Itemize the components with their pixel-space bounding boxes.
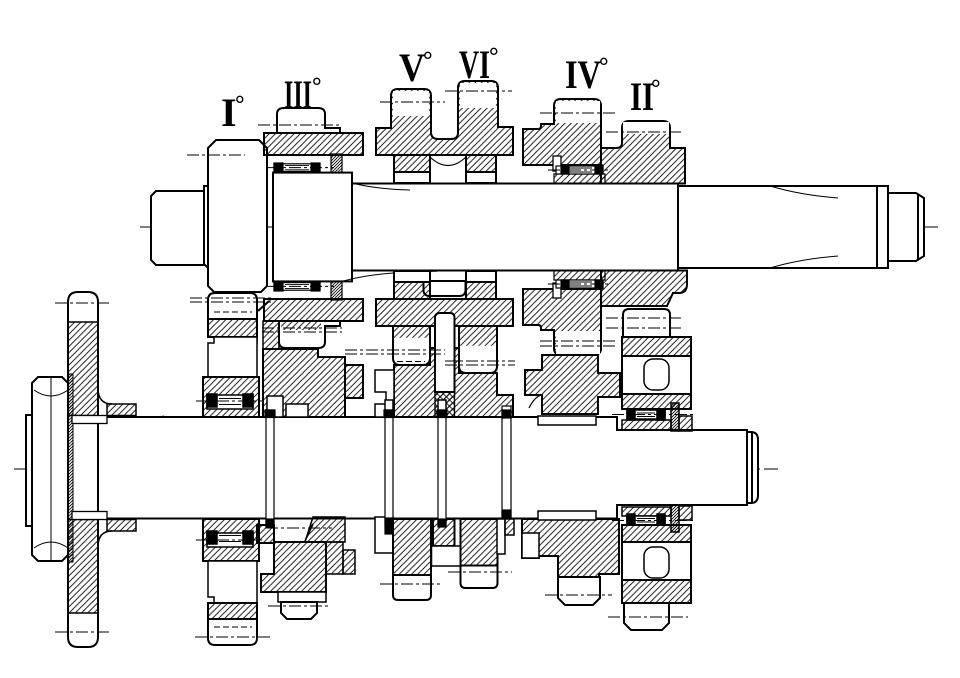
svg-text:°: °	[489, 44, 499, 70]
svg-text:°: °	[599, 54, 609, 80]
svg-text:III: III	[284, 72, 312, 117]
svg-text:°: °	[312, 74, 322, 100]
svg-text:VI: VI	[459, 42, 490, 87]
svg-text:II: II	[630, 74, 654, 119]
svg-text:I: I	[221, 90, 237, 135]
svg-text:°: °	[235, 92, 245, 118]
svg-text:°: °	[651, 76, 661, 102]
svg-text:V: V	[399, 45, 425, 90]
svg-text:IV: IV	[565, 52, 601, 97]
svg-text:°: °	[423, 48, 433, 74]
